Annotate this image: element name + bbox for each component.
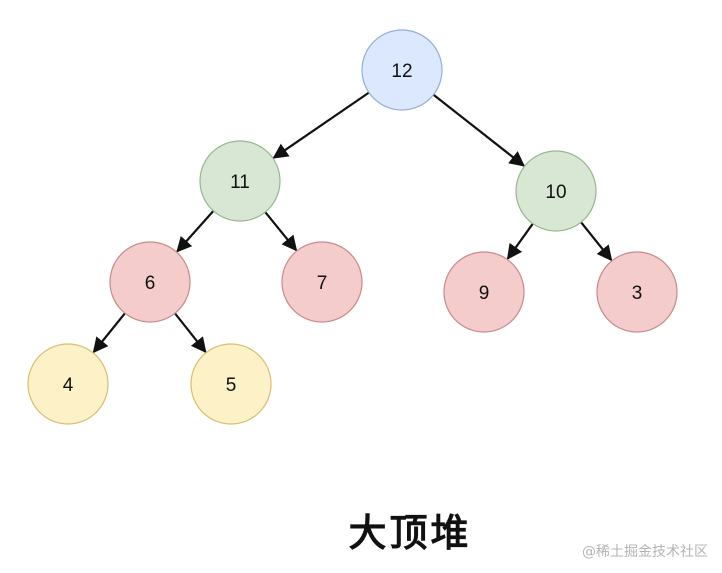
node-circle [190,343,272,425]
node-label: 6 [145,273,156,294]
node-circle [515,150,597,232]
tree-node-5: 5 [190,343,272,425]
edge-n12-n10 [432,93,526,167]
node-circle [443,251,525,333]
node-label: 7 [317,273,328,294]
nodes-layer: 12 11 10 6 7 9 3 4 5 [27,29,678,425]
edge-n6-n5 [173,311,207,354]
tree-node-10: 10 [515,150,597,232]
node-label: 9 [479,283,490,304]
tree-node-4: 4 [27,343,109,425]
tree-node-7: 7 [281,241,363,323]
tree-node-6: 6 [109,241,191,323]
node-label: 12 [391,61,412,82]
node-circle [361,29,443,111]
node-circle [27,343,109,425]
node-label: 11 [230,172,250,193]
tree-node-11: 11 [199,140,281,222]
diagram-caption: 大顶堆 [348,510,472,555]
edge-n11-n7 [263,210,298,252]
edge-n6-n4 [92,311,127,354]
tree-node-12: 12 [361,29,443,111]
node-label: 5 [226,375,237,396]
edge-n10-n9 [506,222,535,260]
node-circle [109,241,191,323]
edge-n12-n11 [272,91,371,159]
node-label: 4 [63,375,74,396]
node-circle [596,251,678,333]
node-label: 10 [545,182,566,203]
node-label: 3 [632,283,643,304]
watermark: @稀土掘金技术社区 [582,544,708,560]
tree-node-9: 9 [443,251,525,333]
edge-n11-n6 [176,209,215,253]
edges-layer [92,91,613,354]
tree-node-3: 3 [596,251,678,333]
node-circle [281,241,363,323]
node-circle [199,140,281,222]
edge-n10-n3 [579,220,613,262]
